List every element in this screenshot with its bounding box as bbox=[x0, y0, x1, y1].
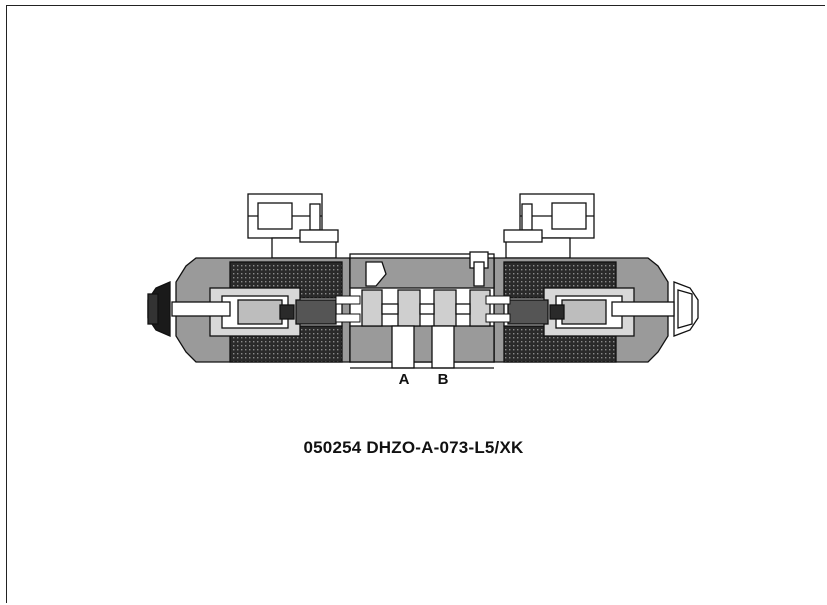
drawing-frame bbox=[6, 5, 825, 603]
left-connector bbox=[247, 193, 339, 259]
diagram-caption: 050254 DHZO-A-073-L5/XK bbox=[303, 438, 524, 457]
port-a-label: A bbox=[399, 371, 410, 388]
left-spring bbox=[335, 295, 361, 323]
right-end-cap bbox=[611, 281, 699, 337]
left-solenoid bbox=[175, 257, 351, 363]
right-spring bbox=[485, 295, 511, 323]
right-connector bbox=[503, 193, 595, 259]
valve-body bbox=[349, 251, 495, 369]
right-solenoid bbox=[493, 257, 669, 363]
port-b-label: B bbox=[438, 371, 449, 388]
left-end-cap bbox=[147, 281, 231, 337]
